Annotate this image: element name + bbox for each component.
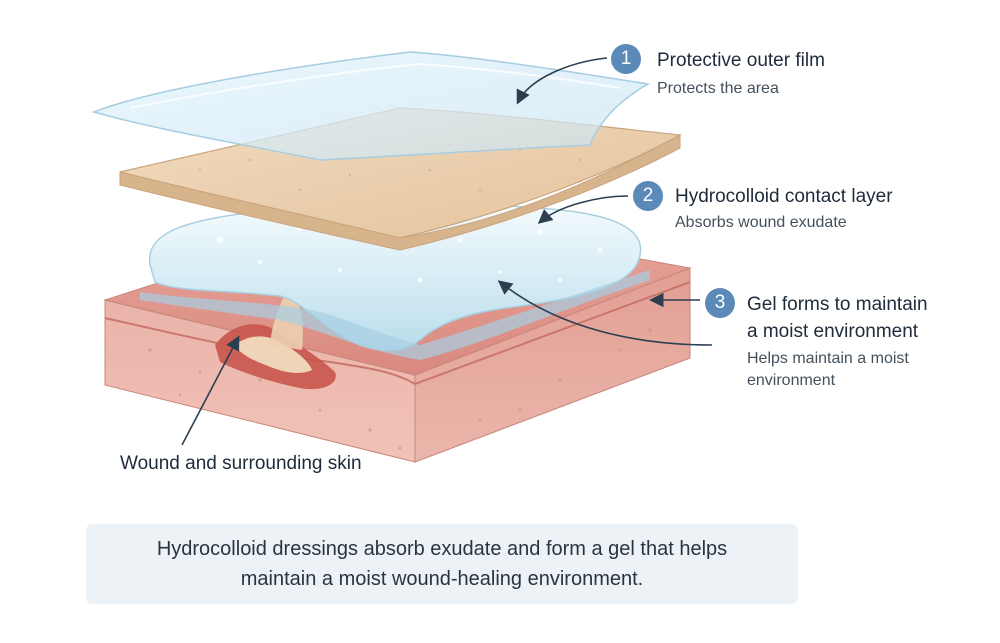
callout-3-description-line-1: Helps maintain a moist — [747, 350, 909, 367]
callout-2-title: Hydrocolloid contact layer — [675, 186, 893, 207]
callout-arrow-1 — [516, 57, 608, 105]
film-highlight — [129, 62, 621, 109]
callout-2-description: Absorbs wound exudate — [675, 214, 847, 231]
protective-film — [91, 51, 651, 161]
callout-3-title-line-2: a moist environment — [747, 321, 919, 342]
callout-arrow-2 — [537, 195, 629, 224]
callout-1-title: Protective outer film — [657, 50, 825, 71]
film-sheet — [91, 51, 651, 161]
caption-box: Hydrocolloid dressings absorb exudate an… — [86, 524, 798, 604]
callout-3-title-line-1: Gel forms to maintain — [747, 294, 928, 315]
callout-arrow-3b — [497, 280, 713, 346]
wound-arrow — [181, 335, 240, 446]
wound-exudate — [235, 336, 312, 373]
hydrocolloid-edge — [119, 134, 681, 251]
badge-3: 3 — [705, 288, 735, 318]
callout-3-description-line-2: environment — [747, 372, 836, 389]
badge-1: 1 — [611, 44, 641, 74]
caption-text: Hydrocolloid dressings absorb exudate an… — [156, 538, 728, 590]
skin-side-layer-line — [414, 281, 691, 385]
wound-label: Wound and surrounding skin — [120, 453, 362, 474]
gel-base — [140, 270, 650, 360]
badge-2: 2 — [633, 181, 663, 211]
callout-1-description: Protects the area — [657, 80, 779, 97]
